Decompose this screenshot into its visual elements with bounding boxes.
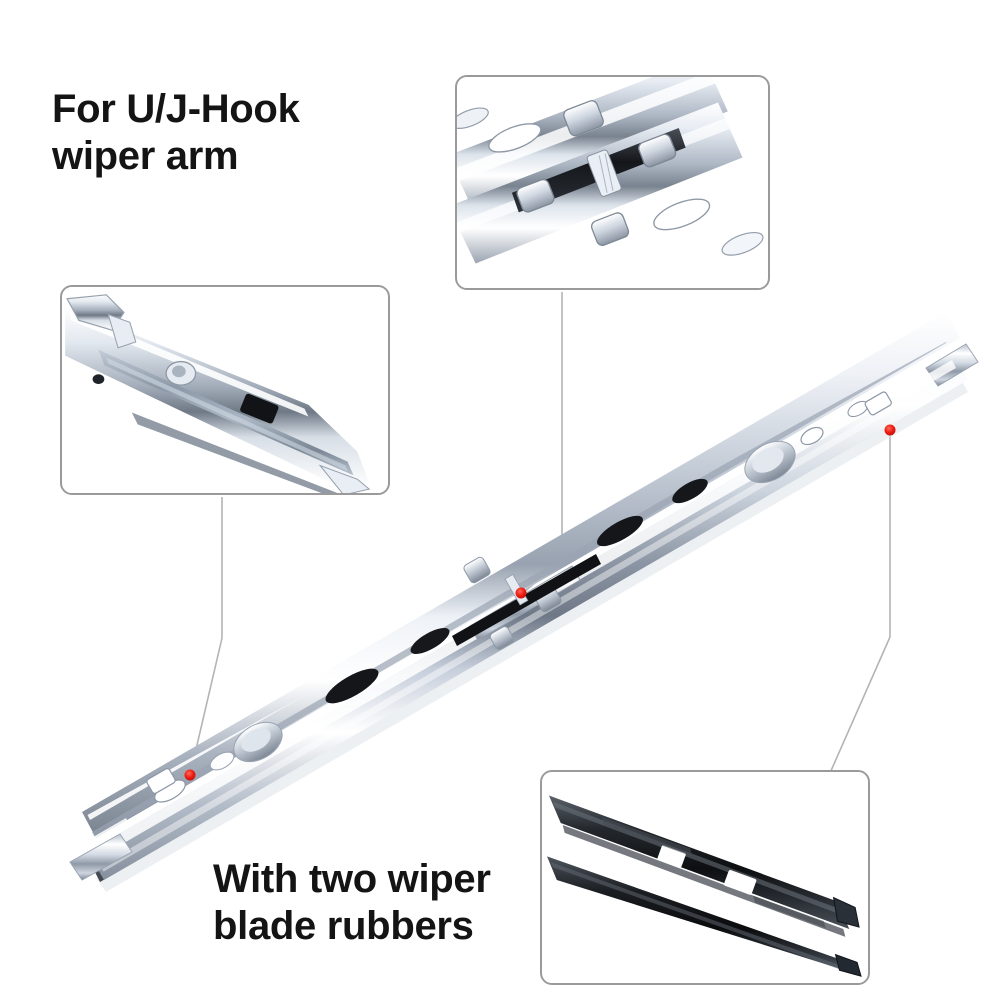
callout-rubber-refills — [540, 770, 870, 985]
callout-center-clips — [455, 75, 770, 290]
heading-hook-compatibility: For U/J-Hook wiper arm — [52, 87, 300, 179]
marker-left-end-dot — [184, 769, 196, 781]
callout-center-clips-photo — [457, 77, 768, 288]
callout-rubber-refills-photo — [542, 772, 868, 983]
callout-end-terminal-photo — [62, 287, 388, 493]
marker-center-dot — [515, 587, 527, 599]
heading-rubber-count: With two wiper blade rubbers — [213, 857, 491, 949]
marker-right-end-dot — [884, 424, 896, 436]
callout-end-terminal — [60, 285, 390, 495]
